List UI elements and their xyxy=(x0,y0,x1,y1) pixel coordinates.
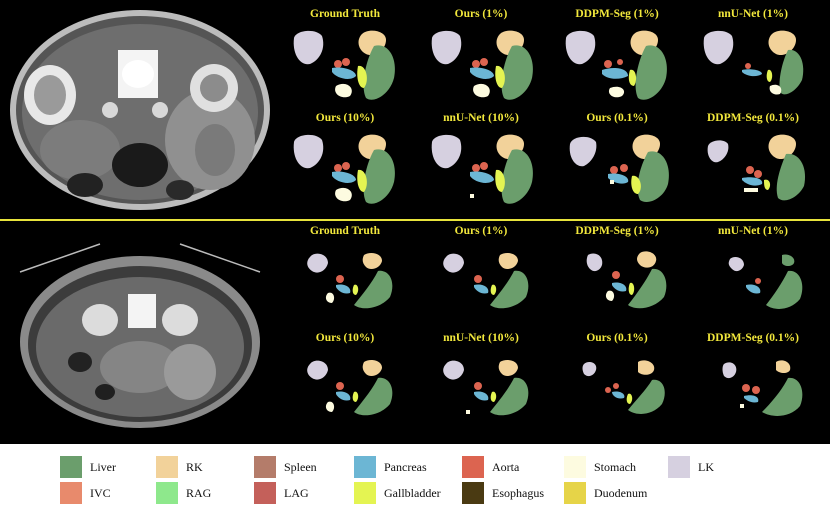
segmentation-map xyxy=(307,253,393,309)
legend-swatch xyxy=(564,482,586,504)
panel-label: DDPM-Seg (0.1%) xyxy=(707,332,799,344)
legend-swatch xyxy=(156,482,178,504)
panel-row2-nnunet-1: nnU-Net (1%) xyxy=(684,225,822,333)
panel-row1-ours-01: Ours (0.1%) xyxy=(548,112,686,220)
segmentation-map xyxy=(293,134,395,204)
legend-label: Stomach xyxy=(594,459,636,474)
legend-label: Pancreas xyxy=(384,459,427,474)
panel-label: Ours (1%) xyxy=(454,225,508,237)
panel-row1-nnunet-1: nnU-Net (1%) xyxy=(684,8,822,116)
legend-label: Liver xyxy=(90,459,116,474)
panel-label: Ours (0.1%) xyxy=(586,112,648,124)
legend-label: Aorta xyxy=(492,459,520,474)
legend-item-liver: Liver xyxy=(60,456,116,478)
panel-label: Ours (1%) xyxy=(454,8,508,20)
panel-label: Ours (0.1%) xyxy=(586,332,648,344)
legend-item-lag: LAG xyxy=(254,482,309,504)
panel-label: nnU-Net (1%) xyxy=(718,8,788,20)
legend-label: Gallbladder xyxy=(384,485,441,500)
segmentation-map xyxy=(431,134,533,204)
panel-label: Ours (10%) xyxy=(315,332,375,344)
legend-swatch xyxy=(462,456,484,478)
panel-row2-ours-10: Ours (10%) xyxy=(276,332,414,440)
segmentation-map xyxy=(569,134,669,203)
panel-row2-ddpm-seg-1: DDPM-Seg (1%) xyxy=(548,225,686,333)
legend-label: LAG xyxy=(284,485,309,500)
segmentation-map xyxy=(293,30,395,100)
legend: Liver RK Spleen Pancreas Aorta Stomach L… xyxy=(0,444,830,509)
segmentation-map xyxy=(431,30,533,100)
legend-label: Esophagus xyxy=(492,485,544,500)
legend-swatch xyxy=(354,456,376,478)
panel-row2-ground-truth: Ground Truth xyxy=(276,225,414,333)
legend-swatch xyxy=(354,482,376,504)
panel-label: nnU-Net (10%) xyxy=(443,332,519,344)
legend-label: Spleen xyxy=(284,459,317,474)
ct-scan-top xyxy=(0,0,276,220)
segmentation-map xyxy=(703,30,804,95)
panel-row2-ddpm-seg-01: DDPM-Seg (0.1%) xyxy=(684,332,822,440)
segmentation-map xyxy=(443,360,529,416)
legend-swatch xyxy=(60,456,82,478)
panel-label: nnU-Net (10%) xyxy=(443,112,519,124)
legend-item-rk: RK xyxy=(156,456,203,478)
segmentation-map xyxy=(722,360,803,416)
legend-label: Duodenum xyxy=(594,485,648,500)
legend-swatch xyxy=(156,456,178,478)
segmentation-map xyxy=(443,253,529,309)
panel-label: DDPM-Seg (0.1%) xyxy=(707,112,799,124)
panel-row1-ddpm-seg-01: DDPM-Seg (0.1%) xyxy=(684,112,822,220)
legend-item-pancreas: Pancreas xyxy=(354,456,427,478)
panel-label: nnU-Net (1%) xyxy=(718,225,788,237)
panel-row1-ddpm-seg-1: DDPM-Seg (1%) xyxy=(548,8,686,116)
panel-label: Ground Truth xyxy=(310,8,380,20)
legend-item-spleen: Spleen xyxy=(254,456,317,478)
panel-label: DDPM-Seg (1%) xyxy=(575,8,659,20)
segmentation-map xyxy=(707,134,806,201)
legend-item-stomach: Stomach xyxy=(564,456,636,478)
panel-row1-nnunet-10: nnU-Net (10%) xyxy=(412,112,550,220)
panel-row2-ours-01: Ours (0.1%) xyxy=(548,332,686,440)
row-divider xyxy=(0,219,830,221)
segmentation-map xyxy=(565,30,667,100)
segmentation-map xyxy=(582,360,665,414)
panel-label: Ground Truth xyxy=(310,225,380,237)
panel-label: Ours (10%) xyxy=(315,112,375,124)
segmentation-map xyxy=(586,251,667,309)
legend-label: RAG xyxy=(186,485,212,500)
panel-row1-ours-1: Ours (1%) xyxy=(412,8,550,116)
legend-label: LK xyxy=(698,459,714,474)
panel-row1-ours-10: Ours (10%) xyxy=(276,112,414,220)
legend-item-aorta: Aorta xyxy=(462,456,519,478)
legend-swatch xyxy=(668,456,690,478)
legend-item-duodenum: Duodenum xyxy=(564,482,647,504)
legend-item-esophagus: Esophagus xyxy=(462,482,544,504)
legend-item-lk: LK xyxy=(668,456,714,478)
legend-swatch xyxy=(60,482,82,504)
legend-item-gallbladder: Gallbladder xyxy=(354,482,441,504)
ct-scan-bottom xyxy=(0,222,276,444)
legend-label: RK xyxy=(186,459,203,474)
panel-row2-ours-1: Ours (1%) xyxy=(412,225,550,333)
legend-swatch xyxy=(254,482,276,504)
legend-swatch xyxy=(564,456,586,478)
legend-swatch xyxy=(254,456,276,478)
legend-item-rag: RAG xyxy=(156,482,211,504)
segmentation-map xyxy=(728,254,803,309)
legend-label: IVC xyxy=(90,485,111,500)
legend-item-ivc: IVC xyxy=(60,482,111,504)
panel-row1-ground-truth: Ground Truth xyxy=(276,8,414,116)
legend-swatch xyxy=(462,482,484,504)
panel-row2-nnunet-10: nnU-Net (10%) xyxy=(412,332,550,440)
segmentation-map xyxy=(307,360,393,416)
panel-label: DDPM-Seg (1%) xyxy=(575,225,659,237)
